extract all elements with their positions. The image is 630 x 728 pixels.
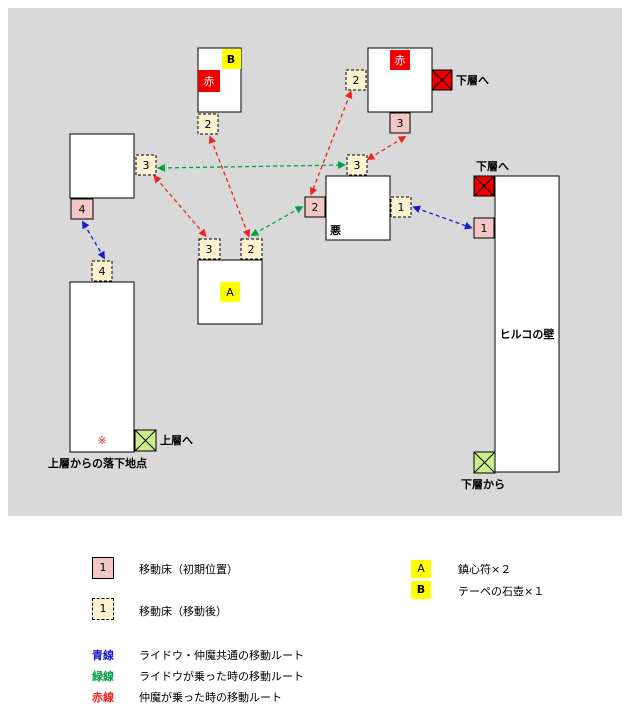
red-route-roomb-center (208, 135, 251, 238)
svg-text:1: 1 (481, 222, 488, 235)
moved-tile-room4: 2 (345, 69, 367, 91)
red-route-room4-evil (309, 90, 353, 196)
green-route-center (250, 206, 304, 236)
from-below-label: 下層から (461, 478, 505, 491)
svg-text:1: 1 (398, 201, 405, 214)
hiruko-wall-label: ヒルコの壁 (500, 327, 555, 341)
up-stairs-label: 上層へ (160, 433, 193, 447)
legend-green-desc: ライドウが乗った時の移動ルート (139, 670, 304, 683)
moved-tile-room2: 2 (197, 113, 219, 135)
fall-point-label: 上層からの落下地点 (48, 456, 147, 470)
down-stairs-label-1: 下層へ (456, 74, 489, 87)
from-below-stairs-icon (473, 451, 496, 474)
legend-item-b-swatch: B (411, 581, 431, 599)
up-stairs-icon (134, 429, 157, 452)
moved-tile-evil-top: 3 (346, 154, 368, 176)
init-tile-room1: 4 (70, 198, 94, 220)
blue-route-left (82, 220, 105, 260)
legend-item-a-desc: 鎮心符×２ (458, 563, 512, 576)
svg-text:4: 4 (79, 203, 86, 216)
svg-text:2: 2 (205, 118, 212, 131)
svg-text:4: 4 (99, 265, 106, 278)
legend-moved-swatch: 1 (92, 598, 114, 620)
red-box-room2: 赤 (198, 70, 220, 92)
svg-text:3: 3 (143, 159, 150, 172)
svg-text:赤: 赤 (204, 75, 215, 88)
svg-text:2: 2 (248, 243, 255, 256)
legend-blue-desc: ライドウ・仲魔共通の移動ルート (139, 649, 304, 662)
init-tile-wall: 1 (473, 217, 495, 239)
moved-tile-center-left: 3 (198, 238, 221, 260)
blue-route-right (412, 205, 473, 230)
legend-red-desc: 仲魔が乗った時の移動ルート (139, 691, 282, 704)
moved-tile-center-right: 2 (240, 238, 263, 260)
legend-blue-key: 青線 (92, 649, 114, 662)
svg-text:3: 3 (397, 117, 404, 130)
svg-text:B: B (227, 53, 235, 66)
legend-red-key: 赤線 (92, 691, 114, 704)
down-stairs-label-2: 下層へ (476, 160, 509, 173)
svg-text:2: 2 (312, 201, 319, 214)
legend-init-swatch: 1 (92, 557, 114, 579)
room-top-left (69, 133, 135, 199)
init-tile-room4: 3 (389, 112, 411, 134)
item-b-marker: B (222, 49, 241, 69)
legend-init-desc: 移動床（初期位置） (139, 563, 238, 576)
legend-item-b-desc: テーペの石壺×１ (458, 585, 545, 598)
legend-moved-desc: 移動床（移動後） (139, 605, 227, 618)
red-box-room4: 赤 (390, 50, 410, 70)
down-stairs-icon-2 (473, 175, 495, 197)
svg-text:2: 2 (353, 74, 360, 87)
legend-item-a-swatch: A (411, 560, 431, 578)
init-tile-evil-left: 2 (304, 196, 326, 218)
left-corridor (69, 281, 135, 453)
fall-mark: ※ (97, 434, 106, 447)
svg-text:A: A (226, 286, 234, 299)
svg-text:3: 3 (354, 159, 361, 172)
item-a-marker: A (220, 282, 240, 302)
hiruko-wall (494, 175, 560, 473)
moved-tile-left-corridor: 4 (91, 260, 113, 282)
evil-label: 悪 (330, 224, 341, 237)
red-route-room1-center (153, 175, 207, 237)
down-stairs-icon-1 (431, 69, 453, 91)
svg-text:3: 3 (206, 243, 213, 256)
moved-tile-evil-right: 1 (390, 196, 412, 218)
legend-green-key: 緑線 (92, 670, 114, 683)
moved-tile-room1: 3 (135, 154, 157, 176)
svg-text:赤: 赤 (395, 54, 406, 67)
